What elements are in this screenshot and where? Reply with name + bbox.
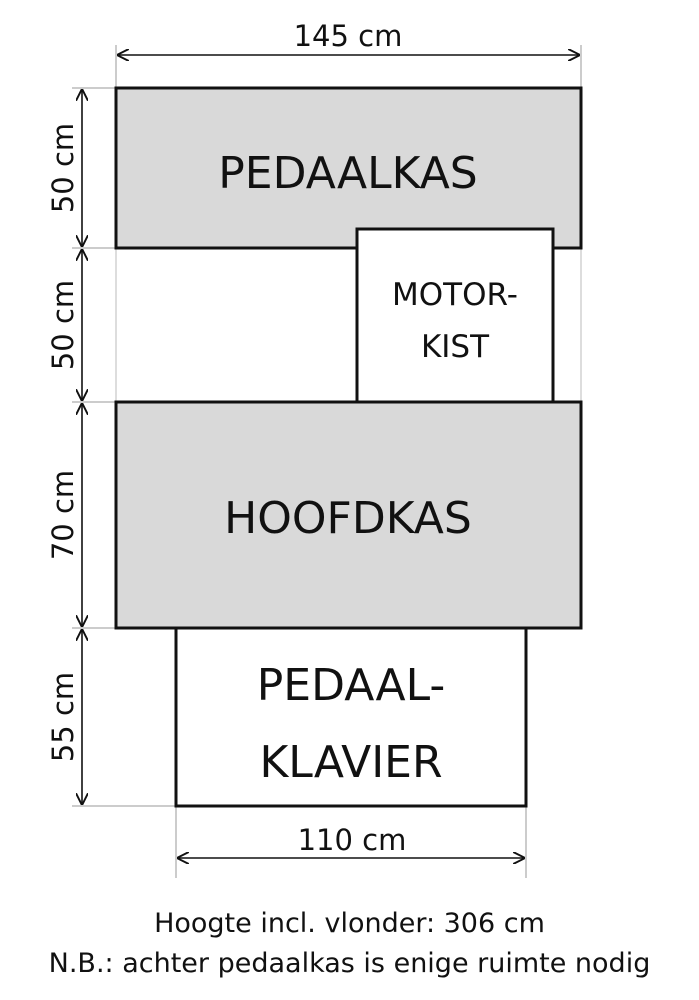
bottom-width-label: 110 cm: [298, 823, 407, 857]
pedaalkas-box: [114, 86, 583, 250]
gap-height-label: 50 cm: [46, 280, 80, 370]
pedaalklavier-box: [174, 626, 528, 808]
hoofdkas-label: HOOFDKAS: [224, 493, 472, 544]
top-width-label: 145 cm: [294, 19, 403, 53]
motorkist-label-line1: MOTOR-: [392, 277, 518, 313]
pedaalklavier-label-line1: PEDAAL-: [257, 660, 445, 711]
motorkist-label-line2: KIST: [421, 329, 490, 365]
hoofdkas-box: [114, 400, 583, 630]
caption-height: Hoogte incl. vlonder: 306 cm: [154, 908, 545, 939]
hoofdkas-height-label: 70 cm: [46, 470, 80, 560]
pedaalklavier-label-line2: KLAVIER: [259, 737, 442, 788]
pedaalkas-label: PEDAALKAS: [218, 148, 478, 199]
pedaalklavier-height-label: 55 cm: [46, 672, 80, 762]
pedaalkas-height-label: 50 cm: [46, 123, 80, 213]
caption-note: N.B.: achter pedaalkas is enige ruimte n…: [48, 948, 651, 979]
motorkist-box: [355, 227, 555, 404]
